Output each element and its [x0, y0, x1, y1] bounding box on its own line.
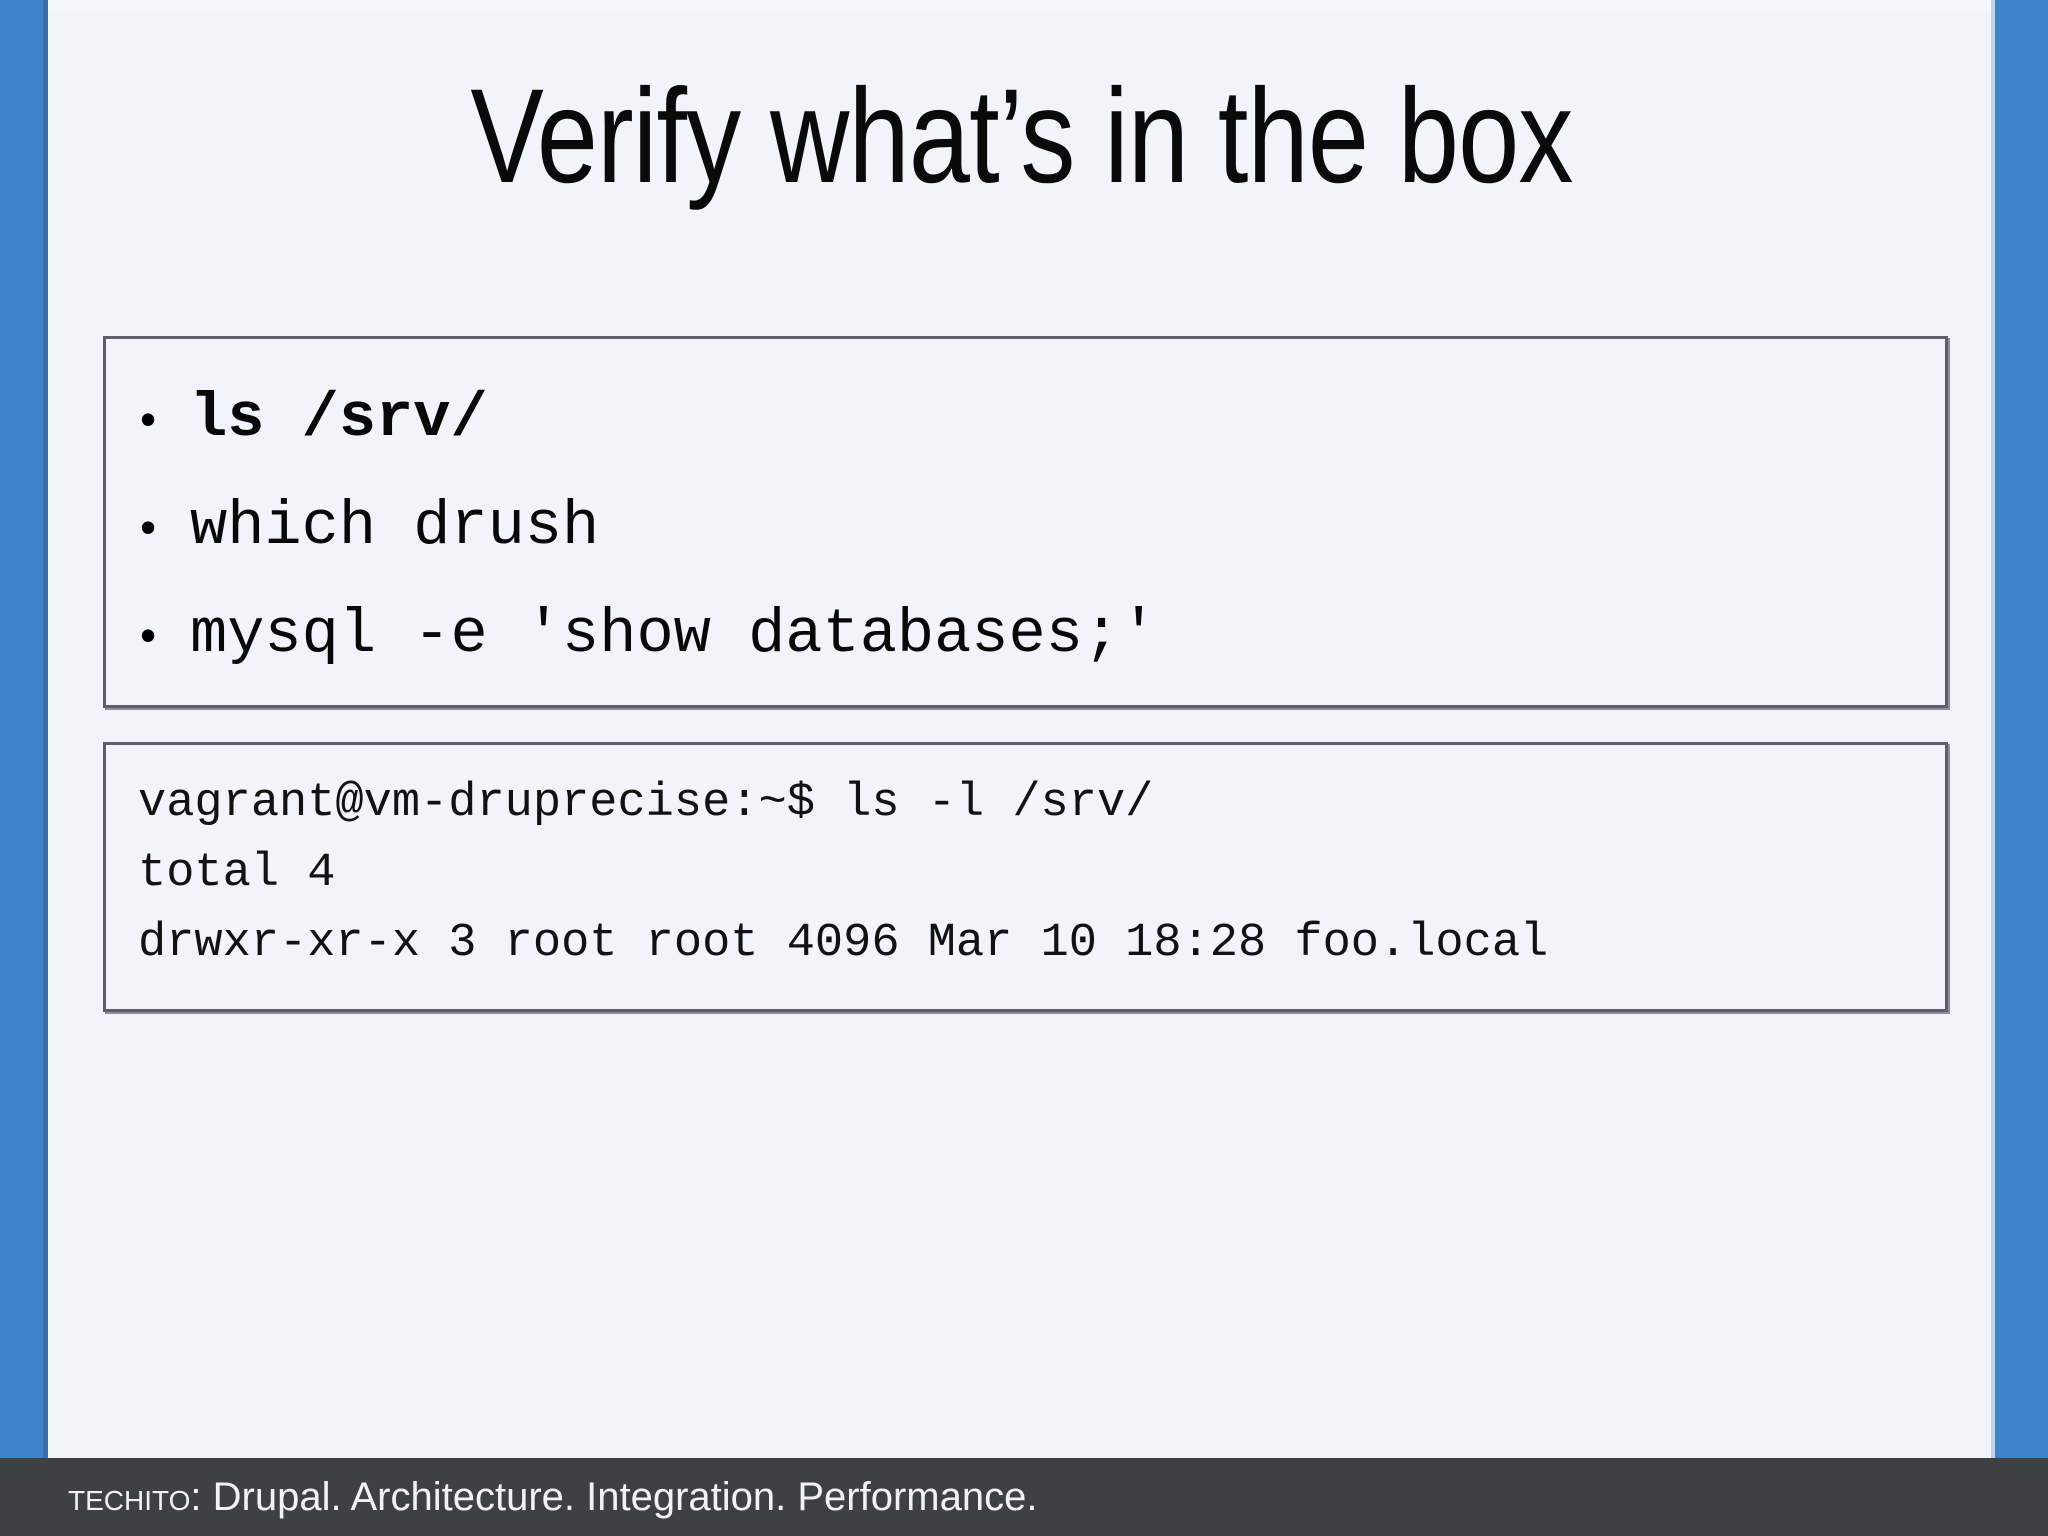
footer-brand: Techito [68, 1475, 191, 1519]
list-item: • ls /srv/ [106, 365, 1945, 473]
bullet-dot-icon: • [139, 609, 157, 661]
right-accent-bar [1995, 0, 2048, 1458]
bullet-dot-icon: • [139, 501, 157, 553]
left-accent-bar-shadow [43, 0, 48, 1458]
bullet-dot-icon: • [139, 393, 157, 445]
command-text: which drush [190, 491, 600, 562]
terminal-line: total 4 [138, 847, 336, 900]
terminal-output-body: vagrant@vm-druprecise:~$ ls -l /srv/tota… [106, 745, 1945, 979]
slide-title: Verify what’s in the box [470, 62, 1573, 211]
right-accent-bar-shadow [1991, 0, 1996, 1458]
command-bullet-list: • ls /srv/ • which drush • mysql -e 'sho… [106, 339, 1945, 689]
terminal-line: drwxr-xr-x 3 root root 4096 Mar 10 18:28… [138, 917, 1549, 970]
footer-text: Techito: Drupal. Architecture. Integrati… [68, 1458, 1037, 1536]
slide-canvas [48, 0, 1995, 1458]
left-accent-bar [0, 0, 48, 1458]
terminal-output-panel: vagrant@vm-druprecise:~$ ls -l /srv/tota… [103, 742, 1948, 1012]
slide-footer: Techito: Drupal. Architecture. Integrati… [0, 1458, 2048, 1536]
command-text: mysql -e 'show databases;' [190, 599, 1158, 670]
footer-tagline: Drupal. Architecture. Integration. Perfo… [212, 1475, 1038, 1519]
terminal-line: vagrant@vm-druprecise:~$ ls -l /srv/ [138, 777, 1154, 830]
commands-panel: • ls /srv/ • which drush • mysql -e 'sho… [103, 336, 1948, 708]
canvas-top-sheen [48, 0, 1995, 12]
footer-separator: : [190, 1475, 213, 1519]
list-item: • which drush [106, 473, 1945, 581]
list-item: • mysql -e 'show databases;' [106, 581, 1945, 689]
command-text: ls /srv/ [190, 383, 488, 454]
